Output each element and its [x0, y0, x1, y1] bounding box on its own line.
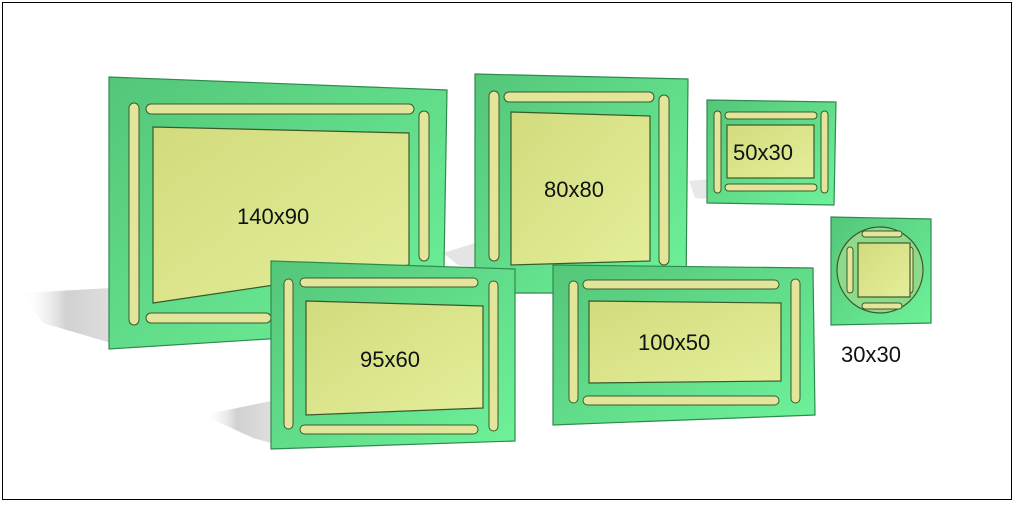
pad-100x50: 100x50 [552, 264, 816, 426]
pad-label: 140x90 [237, 204, 309, 229]
rail-bottom [299, 424, 479, 435]
pad-label: 80x80 [544, 177, 604, 202]
rail-right [790, 278, 801, 404]
die [510, 111, 651, 266]
rail-bottom [145, 312, 272, 324]
die [726, 124, 815, 179]
shadow-50x30 [689, 179, 709, 199]
pad-diagram: 140x90 80x80 50x30 30x30 [21, 73, 932, 450]
shadow-140x90 [21, 288, 111, 343]
pad-label: 50x30 [733, 140, 793, 165]
rail-top [582, 279, 780, 290]
pad-label: 95x60 [360, 347, 420, 372]
pad-label: 30x30 [841, 342, 901, 367]
rail-left [128, 102, 140, 326]
rail-left [846, 246, 854, 294]
pad-label: 100x50 [638, 330, 710, 355]
rail-top [724, 111, 818, 120]
pad-95x60: 95x60 [270, 260, 516, 450]
rail-top [299, 277, 479, 288]
rail-right [658, 94, 670, 266]
rail-right [418, 110, 430, 262]
pad-80x80: 80x80 [474, 73, 689, 294]
rail-top [861, 230, 903, 238]
rail-left [568, 280, 579, 404]
rail-right [488, 280, 499, 432]
die [588, 300, 782, 384]
die [857, 242, 911, 298]
rail-bottom [861, 302, 903, 310]
rail-top [145, 103, 415, 115]
rail-left [488, 90, 500, 262]
rail-bottom [582, 395, 780, 406]
rail-left [283, 278, 294, 430]
diagram-frame: 140x90 80x80 50x30 30x30 [2, 2, 1012, 500]
pad-140x90: 140x90 [108, 76, 448, 350]
pad-50x30: 50x30 [706, 99, 837, 206]
rail-bottom [724, 183, 818, 192]
shadow-80x80 [443, 243, 475, 268]
pad-30x30: 30x30 [830, 216, 932, 367]
rail-left [713, 110, 722, 194]
rail-right [820, 110, 829, 194]
die [305, 300, 484, 416]
shadow-95x60 [203, 401, 271, 443]
rail-top [503, 91, 655, 103]
